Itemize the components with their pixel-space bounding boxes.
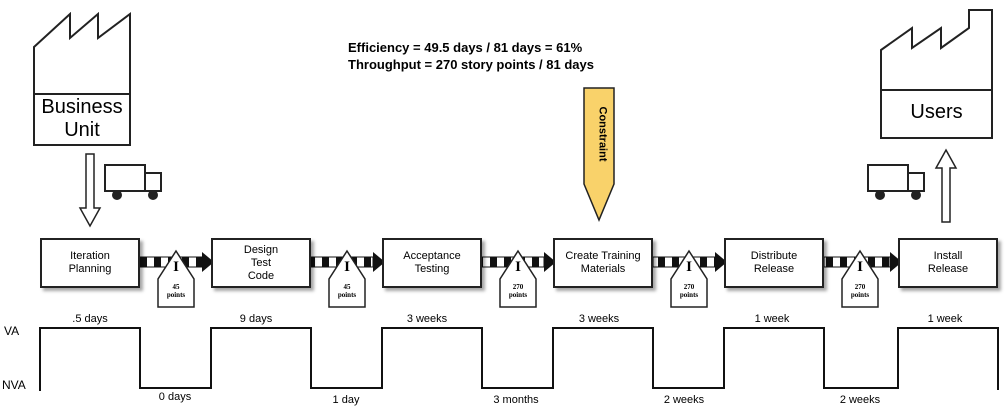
constraint-label-wrap: Constraint [560,107,640,162]
inventory-triangle-icon [841,249,879,308]
inventory-triangle-icon [670,249,708,308]
inventory-unit: points [679,291,699,299]
inventory-marker: I 270 points [498,249,538,311]
inventory-triangle-icon [499,249,537,308]
inventory-caption: 45 points [327,283,367,299]
va-time-label: 3 weeks [578,313,620,325]
process-acceptance-testing: Acceptance Testing [382,238,482,288]
inventory-amount: 270 [854,283,866,291]
process-iteration-planning: Iteration Planning [40,238,140,288]
inventory-unit: points [166,291,186,299]
inventory-amount: 45 [343,283,351,291]
inventory-symbol: I [173,259,179,275]
inventory-caption: 270 points [498,283,538,299]
inventory-marker: I 270 points [669,249,709,311]
business-unit-factory-icon [33,12,131,146]
users-factory-icon [880,9,993,139]
inventory-unit: points [850,291,870,299]
truck-icon [867,164,925,200]
va-time-label: 9 days [239,313,273,325]
inventory-amount: 45 [172,283,180,291]
inventory-unit: points [508,291,528,299]
inventory-caption: 45 points [156,283,196,299]
constraint-label: Constraint [596,106,608,162]
efficiency-metric: Efficiency = 49.5 days / 81 days = 61% [348,40,583,55]
inventory-symbol: I [515,259,521,275]
process-create-training-materials: Create Training Materials [553,238,653,288]
process-design-test-code: Design Test Code [211,238,311,288]
va-axis-label: VA [4,324,20,338]
nva-time-label: 0 days [158,391,192,403]
process-install-release: Install Release [898,238,998,288]
inventory-unit: points [337,291,357,299]
shipment-down-arrow-icon [78,153,102,228]
inventory-marker: I 45 points [327,249,367,311]
shipment-up-arrow-icon [934,148,958,223]
timeline-ladder [39,327,999,391]
inventory-symbol: I [344,259,350,275]
nva-time-label: 2 weeks [663,394,705,406]
va-time-label: 3 weeks [406,313,448,325]
va-time-label: 1 week [927,313,963,325]
inventory-marker: I 270 points [840,249,880,311]
constraint-marker-icon [583,87,615,222]
va-time-label: .5 days [72,313,108,325]
nva-time-label: 3 months [493,394,539,406]
truck-icon [104,164,162,200]
nva-axis-label: NVA [2,378,26,392]
inventory-caption: 270 points [840,283,880,299]
inventory-marker: I 45 points [156,249,196,311]
business-unit-label: Business Unit [41,96,123,141]
inventory-symbol: I [857,259,863,275]
inventory-amount: 270 [512,283,524,291]
inventory-triangle-icon [328,249,366,308]
inventory-caption: 270 points [669,283,709,299]
va-time-label: 1 week [754,313,790,325]
throughput-metric: Throughput = 270 story points / 81 days [348,57,594,72]
nva-time-label: 2 weeks [839,394,881,406]
inventory-symbol: I [686,259,692,275]
users-label: Users [910,101,963,123]
inventory-triangle-icon [157,249,195,308]
inventory-amount: 270 [683,283,695,291]
process-distribute-release: Distribute Release [724,238,824,288]
nva-time-label: 1 day [332,394,360,406]
